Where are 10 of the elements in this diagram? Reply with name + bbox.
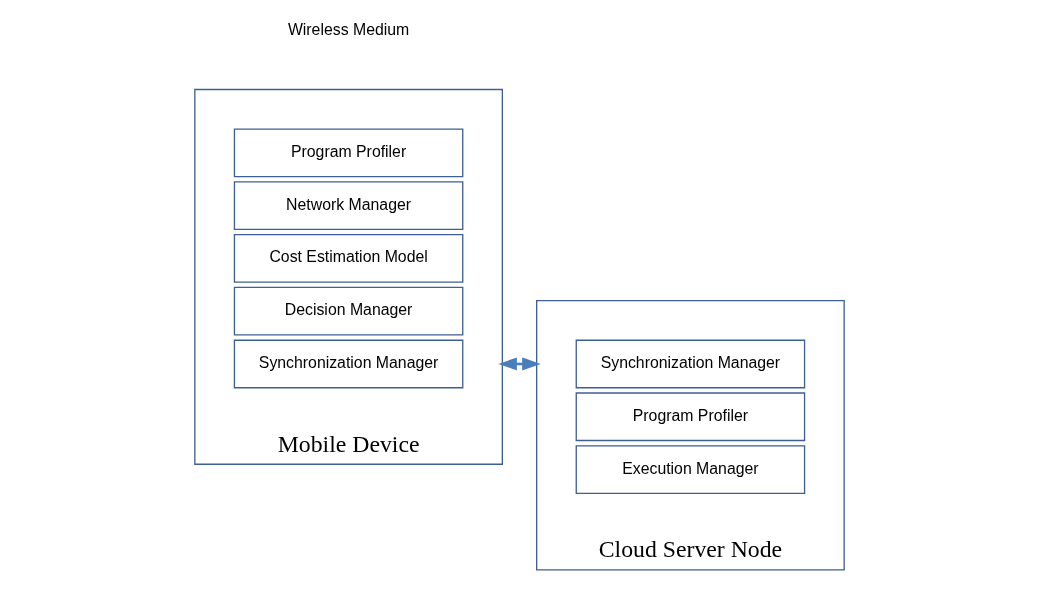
arrow — [497, 357, 541, 371]
node-box: Program Profiler — [233, 128, 463, 178]
node-box: Execution Manager — [575, 445, 805, 494]
node-box: Cost Estimation Model — [233, 234, 463, 283]
node-box: Synchronization Manager — [233, 339, 463, 389]
node-box: Synchronization Manager — [575, 339, 805, 389]
node-box: Decision Manager — [233, 286, 463, 336]
node-box: Program Profiler — [575, 392, 805, 442]
label: Wireless Medium — [287, 21, 409, 39]
node-box: Network Manager — [233, 181, 463, 230]
